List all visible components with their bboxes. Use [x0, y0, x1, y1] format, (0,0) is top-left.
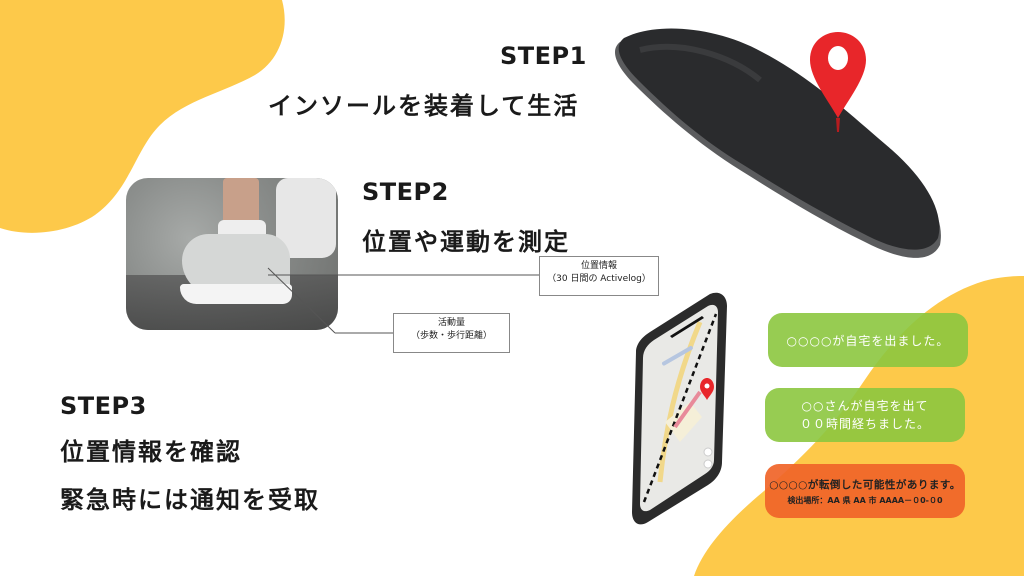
notification-alert-text: ○○○○が転倒した可能性があります。: [769, 478, 961, 491]
notification-left-home: ○○○○が自宅を出ました。: [768, 313, 968, 367]
step3-description-line2: 緊急時には通知を受取: [60, 486, 320, 514]
notification-text-line1: ○○さんが自宅を出て: [801, 399, 929, 413]
callout-location-title: 位置情報: [580, 261, 617, 271]
step2-title: STEP2: [362, 178, 449, 206]
step1-title: STEP1: [500, 42, 587, 70]
callout-location-detail: （30 日間の Activelog）: [547, 274, 651, 284]
notification-text: ○○○○が自宅を出ました。: [786, 333, 950, 348]
callout-activity-info: 活動量 （歩数・歩行距離）: [393, 313, 510, 353]
location-pin-icon: [810, 32, 866, 132]
walking-shoes-photo: [126, 178, 338, 330]
notification-text-line2: ００時間経ちました。: [799, 417, 930, 431]
notification-hours-away: ○○さんが自宅を出て ００時間経ちました。: [765, 388, 965, 442]
callout-activity-detail: （歩数・歩行距離）: [410, 331, 492, 341]
map-pin-icon: [700, 378, 714, 400]
step2-description: 位置や運動を測定: [362, 228, 570, 256]
yellow-blob-top-left: [0, 0, 285, 233]
step3-description-line1: 位置情報を確認: [60, 438, 242, 466]
callout-location-info: 位置情報 （30 日間の Activelog）: [539, 256, 659, 296]
step3-title: STEP3: [60, 392, 147, 420]
notification-alert-location: 検出場所：AA 県 AA 市 AAAA－０0-０0: [787, 495, 943, 505]
step1-description: インソールを装着して生活: [268, 92, 580, 120]
notification-fall-alert: ○○○○が転倒した可能性があります。 検出場所：AA 県 AA 市 AAAA－０…: [765, 464, 965, 518]
smartphone-map-image: [632, 292, 727, 525]
callout-activity-title: 活動量: [437, 318, 465, 328]
insole-image: [615, 28, 941, 258]
